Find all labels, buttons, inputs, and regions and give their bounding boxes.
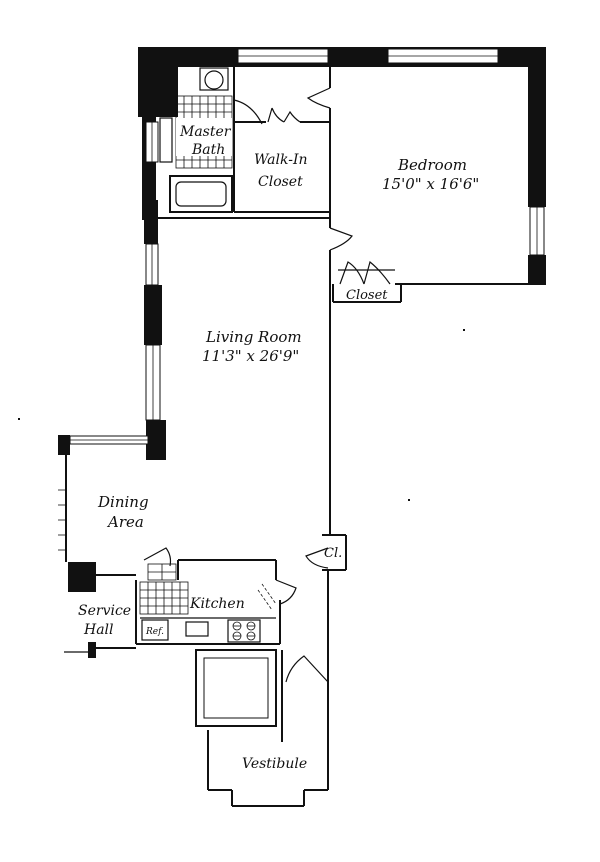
master-bath-label-1: Master <box>179 124 232 140</box>
windows <box>69 48 545 445</box>
bedroom-dims: 15'0" x 16'6" <box>382 175 479 193</box>
walk-in-closet-label-2: Closet <box>258 174 303 190</box>
walk-in-closet-label-1: Walk-In <box>254 152 308 168</box>
kitchen-fixtures <box>139 563 277 643</box>
dining-area-label-1: Dining <box>97 493 149 511</box>
scan-specks <box>18 329 465 501</box>
kitchen-label: Kitchen <box>189 596 245 612</box>
cl-label: Cl. <box>324 546 342 561</box>
bath-fixtures <box>159 67 263 213</box>
vestibule-label: Vestibule <box>242 756 307 772</box>
door-swings <box>143 87 391 683</box>
bedroom-label: Bedroom <box>397 156 467 174</box>
service-hall-label-2: Hall <box>83 622 114 638</box>
living-room-dims: 11'3" x 26'9" <box>202 347 299 365</box>
room-labels: Master Bath Walk-In Closet Bedroom 15'0"… <box>78 124 479 772</box>
master-bath-label-2: Bath <box>191 142 225 158</box>
service-hall-label-1: Service <box>78 603 131 619</box>
ref-label: Ref. <box>145 627 164 637</box>
dining-area-label-2: Area <box>106 513 144 531</box>
living-room-label: Living Room <box>205 328 302 346</box>
interior-walls <box>58 67 528 807</box>
closet-label: Closet <box>346 288 388 303</box>
